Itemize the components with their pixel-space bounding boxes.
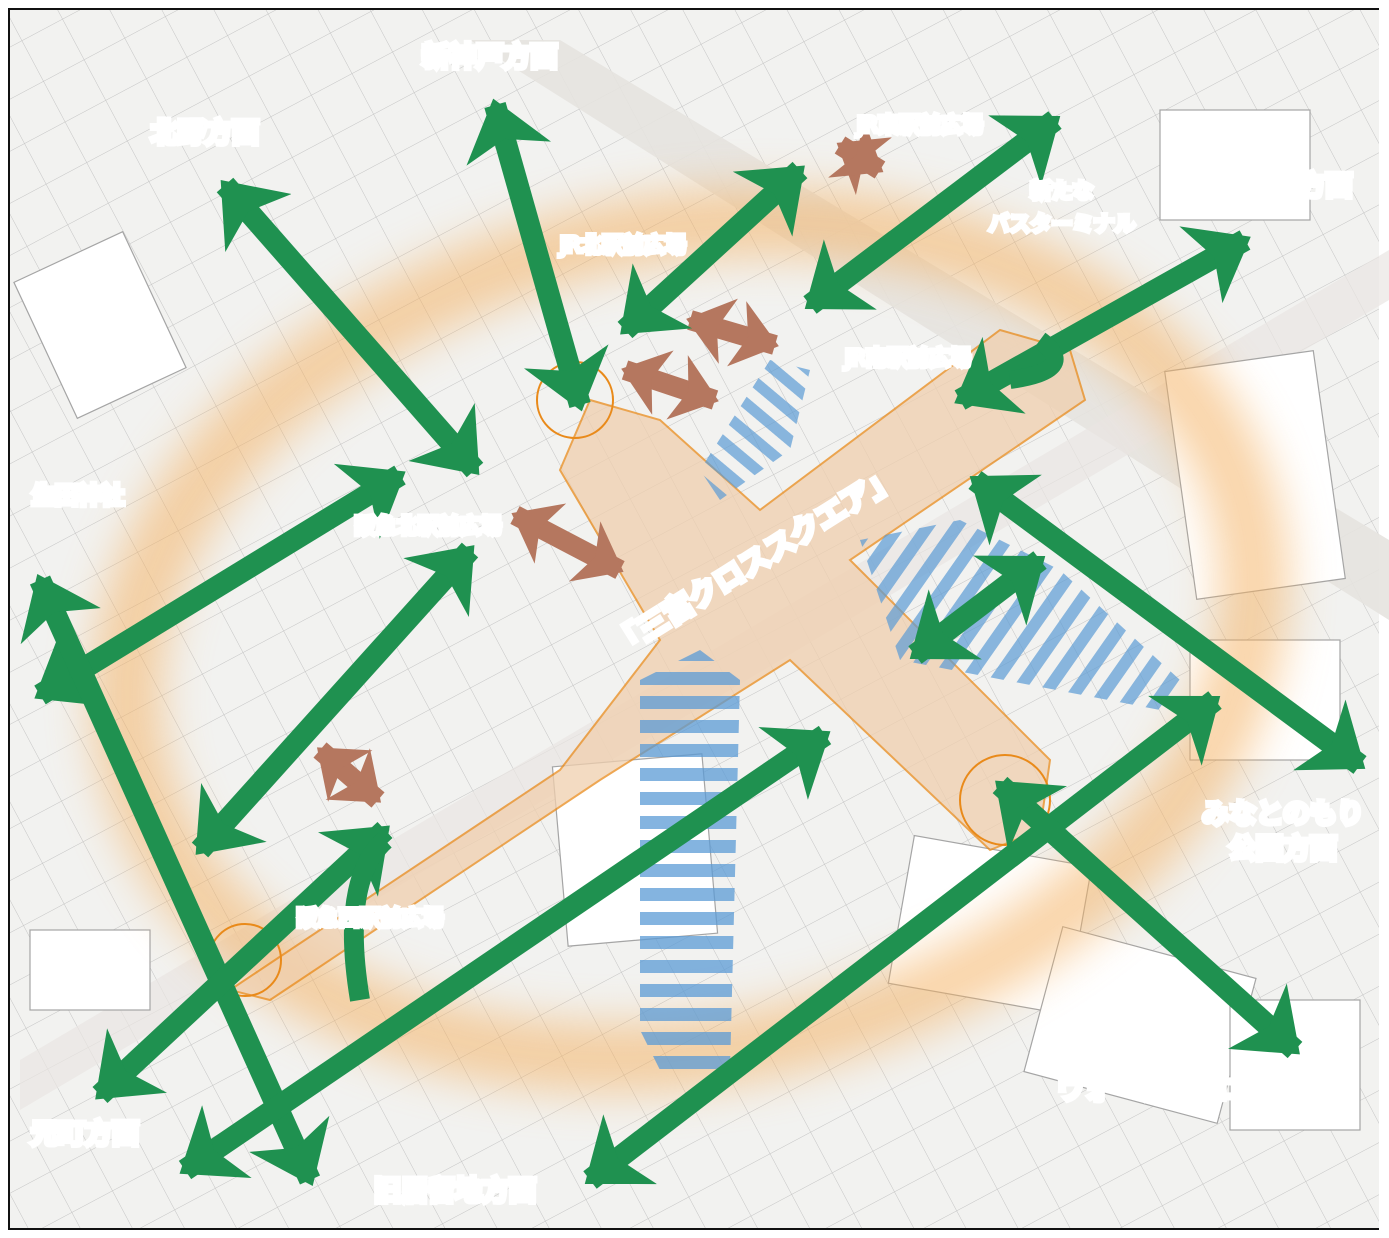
label-ikuta-jinja: 生田神社	[32, 482, 124, 509]
label-hankyu-west-plaza: 阪急西駅前広場	[297, 906, 444, 930]
arrow-ikutagawa	[954, 226, 1251, 414]
arrow-minatonomori	[968, 471, 1367, 774]
arrow-kitano	[216, 177, 484, 478]
label-hankyu-north-plaza: 阪急北駅前広場	[355, 514, 502, 538]
label-bus-terminal-2: バスターミナル	[989, 212, 1136, 236]
plaza-labels: JR東駅前広場 JR北駅前広場 JR南駅前広場 阪急北駅前広場 阪急西駅前広場 …	[294, 111, 1138, 933]
crossing-arrow-hankyu-north	[510, 503, 625, 582]
arrow-shin-kobe	[466, 98, 609, 412]
label-waterfront: ウォーターフロント方面	[1057, 1074, 1352, 1106]
crossing-arrow-jr-central	[621, 350, 719, 420]
arrow-curve-east	[1008, 332, 1064, 389]
label-motomachi: 元町方面	[31, 1118, 139, 1150]
label-ikutagawa: 生田川方面	[1218, 170, 1353, 202]
arrow-bus-terminal	[803, 111, 1062, 314]
direction-labels: 新神戸方面 北野方面 生田川方面 生田神社 みなとのもり 公園方面 元町方面 旧…	[29, 39, 1367, 1210]
arrow-waterfront	[992, 776, 1303, 1059]
arrow-curve-west	[343, 832, 393, 1002]
label-minatonomori-2: 公園方面	[1229, 833, 1337, 865]
label-jr-east-plaza: JR東駅前広場	[855, 113, 983, 137]
label-jr-north-plaza: JR北駅前広場	[558, 233, 686, 257]
label-shin-kobe: 新神戸方面	[423, 41, 558, 73]
label-kitano: 北野方面	[151, 117, 259, 149]
arrow-kyukyoryuchi-east	[583, 691, 1222, 1189]
label-minatonomori-1: みなとのもり	[1202, 799, 1364, 830]
label-bus-terminal-1: 新たな	[1031, 179, 1094, 203]
label-kyukyoryuchi: 旧居留地方面	[374, 1175, 536, 1207]
arrow-jr-east-north	[617, 161, 808, 339]
label-jr-south-plaza: JR南駅前広場	[843, 346, 971, 370]
direction-arrows	[20, 98, 1367, 1189]
